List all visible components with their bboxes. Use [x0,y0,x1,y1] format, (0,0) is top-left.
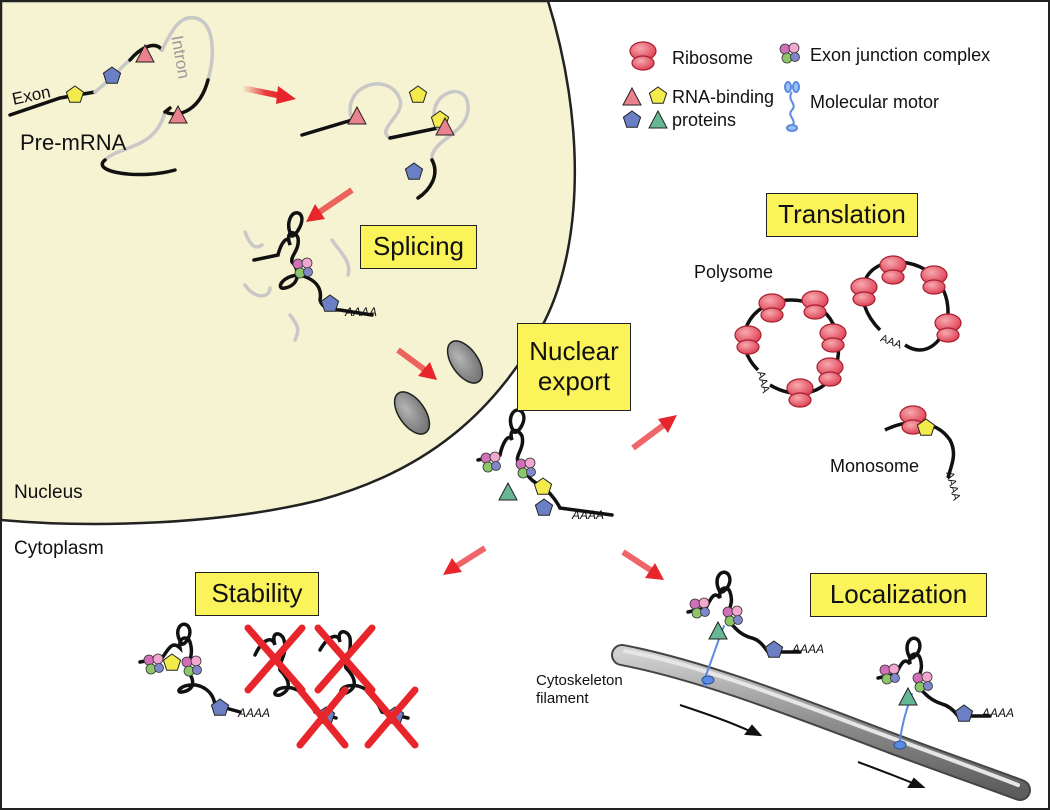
polya-tail-label: AAAA [792,642,825,656]
splicing-box: Splicing [360,225,477,269]
nucleus-label: Nucleus [14,482,83,503]
process-arrow [443,545,487,575]
molecular-motor-icon [701,675,715,685]
stability-box: Stability [195,572,319,616]
process-arrow [241,85,296,104]
nuclear-pore [393,391,431,435]
degradation-x-icon [244,624,419,749]
translation-box: Translation [766,193,918,237]
molecular-motor-icon [893,740,907,750]
nucleus-region [0,0,577,526]
process-arrow [306,187,354,222]
process-arrow [631,415,677,451]
legend-motor-label: Molecular motor [810,92,940,112]
localization-box: Localization [810,573,987,617]
nuclear-pore [446,340,484,384]
polya-tail-label: AAAA [572,508,605,522]
legend-rbp-label-line2: proteins [672,110,737,130]
transport-direction-arrow [679,704,926,788]
nuclear-export-box: Nuclear export [517,323,631,411]
pre-mrna-label: Pre-mRNA [20,130,127,155]
nuclear-export-line1: Nuclear [529,336,619,367]
cytoplasm-label: Cytoplasm [14,538,104,559]
polysome-label: Polysome [694,262,774,282]
cytoskeleton-label-line2: filament [536,690,589,707]
polya-tail-label: AAAA [982,706,1015,720]
cytoskeleton-label-line1: Cytoskeleton [536,672,623,689]
nuclear-export-line2: export [537,366,611,396]
legend-ejc-label: Exon junction complex [810,45,991,65]
spliced-mrna [243,211,374,342]
polya-tail-label: AAAA [345,305,378,319]
process-arrow [621,549,664,580]
molecular-motor-legend-icon [784,81,800,132]
monosome [884,405,956,479]
ribosome-legend-icon [629,41,657,71]
process-arrow [396,347,437,380]
legend-ribosome-label: Ribosome [672,48,754,68]
polysome-ring [850,255,962,352]
legend-rbp-label-line1: RNA-binding [672,87,775,107]
polya-tail-label: AAAA [238,706,271,720]
monosome-label: Monosome [830,456,920,476]
spliceosome-intermediate [300,82,470,200]
polysome-ring [734,290,847,408]
